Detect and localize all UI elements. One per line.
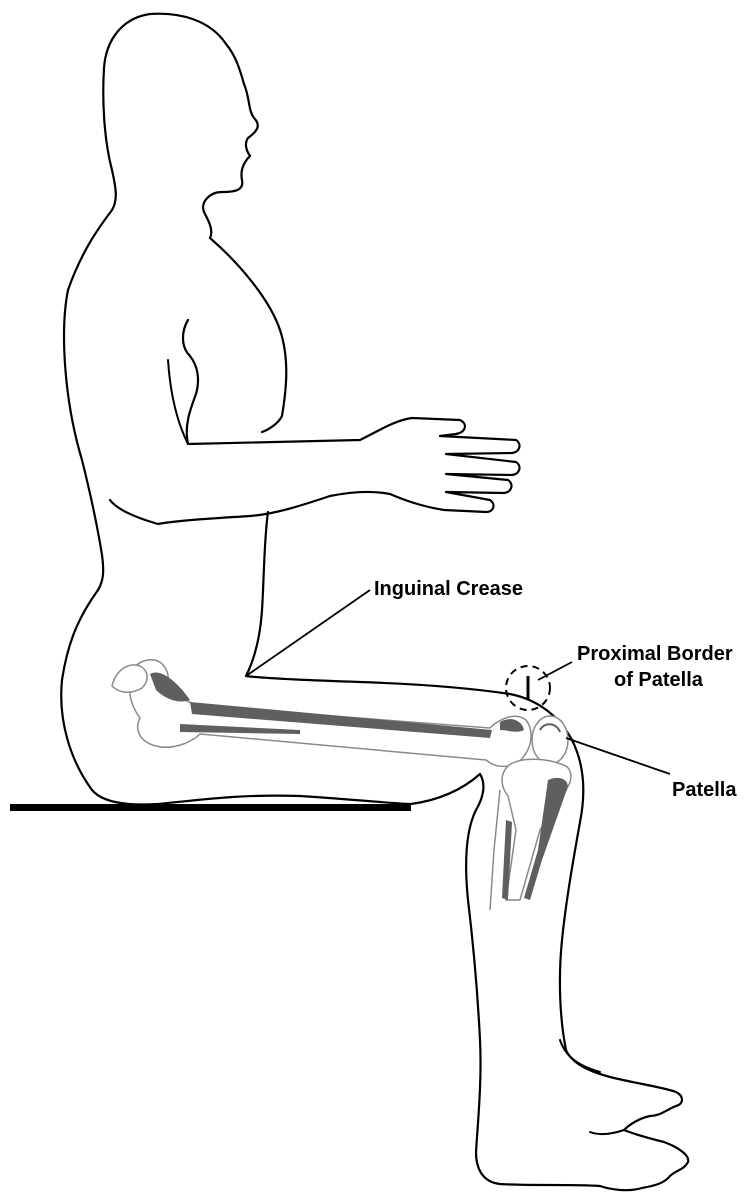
abdomen-outline [246,512,510,694]
hip-bone [112,665,147,692]
proximal-border-leader [538,662,572,680]
far-foot-toes [590,1130,624,1134]
proximal-border-label-line2: of Patella [614,668,703,692]
fibula-bone [490,790,500,910]
femur-bone [129,660,531,767]
torso-front-outline [210,238,286,432]
inguinal-crease-leader [246,590,370,676]
arm-outline [110,320,519,524]
inguinal-crease-label: Inguinal Crease [374,577,523,601]
patella-bone [532,716,568,764]
upper-arm-back [168,360,188,444]
calf-back [411,774,480,804]
patella-label: Patella [672,778,736,802]
seat-surface [10,804,411,811]
proximal-border-label-line1: Proximal Border [577,642,733,666]
